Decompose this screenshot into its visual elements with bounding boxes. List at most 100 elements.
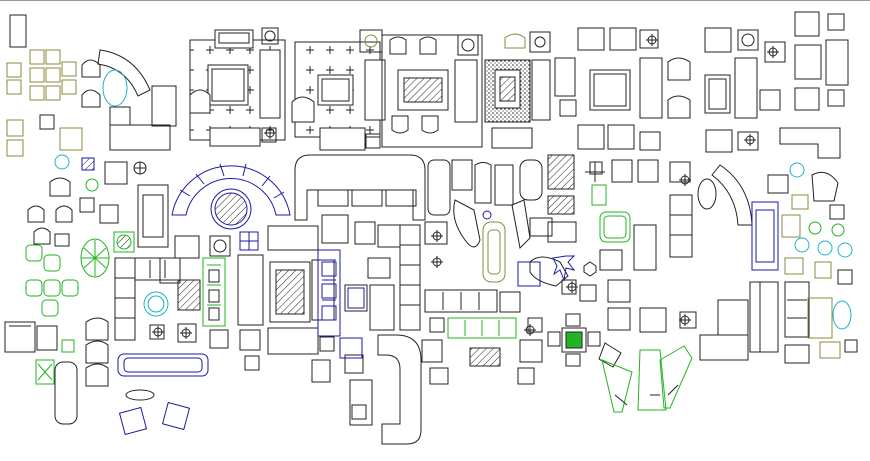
armchair-round <box>812 172 838 201</box>
sheet-border-line <box>0 0 870 1</box>
sofa-right <box>365 60 385 120</box>
curved-sofa <box>712 165 752 225</box>
dining-area-frame <box>382 35 482 147</box>
lamp-table <box>590 162 602 174</box>
table-spokes <box>81 240 109 276</box>
big-rounded-sofa <box>295 155 425 220</box>
center-right-blocks <box>428 155 778 302</box>
center-table-group <box>238 250 421 444</box>
square-coffee-table <box>590 70 630 110</box>
chair-block <box>10 15 26 47</box>
olive-chair-stack <box>7 50 82 156</box>
sofa-bottom <box>268 328 318 354</box>
green-stool <box>62 340 74 352</box>
side-table <box>430 318 444 332</box>
square-table <box>548 222 576 242</box>
armchair <box>422 340 442 362</box>
plant-icon <box>553 256 574 280</box>
green-stool <box>832 224 844 236</box>
sofa-right <box>640 58 662 118</box>
armchair <box>105 162 127 184</box>
armchair-back <box>5 322 35 326</box>
round-table-cyan <box>144 292 168 316</box>
square-table <box>368 258 390 278</box>
cyan-stool <box>790 163 804 177</box>
hatched-table <box>548 155 574 189</box>
side-table <box>345 355 363 373</box>
armchair-block <box>86 318 108 340</box>
square-dining-table <box>562 328 586 352</box>
left-middle-sofa-set <box>115 258 228 348</box>
armchair <box>520 340 542 362</box>
armchair-top <box>705 28 731 52</box>
armchair-block <box>86 341 108 363</box>
armchair-small <box>37 326 57 350</box>
lamp-table <box>738 30 758 50</box>
green-chair-cluster <box>26 245 78 384</box>
chaise-lounge <box>428 160 450 215</box>
green-armchair <box>600 212 630 242</box>
coffee-table <box>208 65 248 105</box>
sofa-vertical <box>312 260 334 320</box>
armchair <box>312 360 330 382</box>
cyan-oval-table <box>833 301 851 329</box>
armchair <box>668 96 690 118</box>
dining-chairs-bottom <box>392 116 438 133</box>
armchair <box>175 236 199 258</box>
side-table <box>738 132 758 150</box>
round-coffee-table <box>103 70 127 106</box>
round-stool <box>86 179 98 191</box>
curved-sofa <box>98 50 150 96</box>
left-column-blocks <box>5 15 176 424</box>
blue-curved-seating <box>172 164 290 229</box>
cyan-stool <box>818 241 832 255</box>
hex-table <box>584 262 596 276</box>
green-square-stool <box>114 232 134 252</box>
side-table <box>530 218 552 236</box>
hatched-table <box>548 196 574 214</box>
sofa-vertical <box>760 282 778 352</box>
olive-chair <box>815 262 831 278</box>
sofa-right <box>735 58 757 118</box>
sofa-right <box>532 60 550 120</box>
armchair-bottom <box>578 125 604 149</box>
olive-chair <box>792 195 808 209</box>
bottom-center-blocks <box>422 290 696 412</box>
armchair-left <box>292 97 314 122</box>
lamp-table <box>765 42 785 62</box>
sofa-short <box>350 380 372 425</box>
armchair <box>608 308 630 330</box>
l-shaped-sofa <box>780 128 840 158</box>
green-sofa-vertical <box>203 258 225 326</box>
sofa-left <box>555 58 575 96</box>
lamp-table <box>828 14 844 30</box>
sofa-right <box>826 40 848 85</box>
armchair <box>795 88 819 110</box>
side-table <box>845 340 857 352</box>
armchair <box>768 175 788 193</box>
sofa-bottom <box>210 128 260 146</box>
blue-armchair <box>163 403 190 430</box>
sofa-short <box>634 225 656 270</box>
armchair <box>785 345 809 363</box>
armchair-grid-left <box>28 178 118 246</box>
hatched-table <box>470 348 500 366</box>
sofa-right <box>455 60 477 122</box>
hatched-stool <box>82 158 94 170</box>
lamp-table <box>262 128 276 142</box>
chair-block <box>452 160 472 190</box>
armchair-block <box>82 90 100 107</box>
green-chaise <box>602 360 632 412</box>
lamp-crosshairs <box>152 34 779 339</box>
side-table <box>178 324 196 342</box>
blue-accent-icon <box>483 211 491 219</box>
console-table <box>750 282 760 352</box>
side-table <box>320 337 334 351</box>
armchair-top <box>578 28 604 50</box>
dining-chairs-top <box>390 37 436 54</box>
olive-chair <box>785 258 803 274</box>
blue-armchair <box>340 338 362 358</box>
curved-lounge <box>454 200 480 247</box>
armchair-small <box>355 222 375 244</box>
